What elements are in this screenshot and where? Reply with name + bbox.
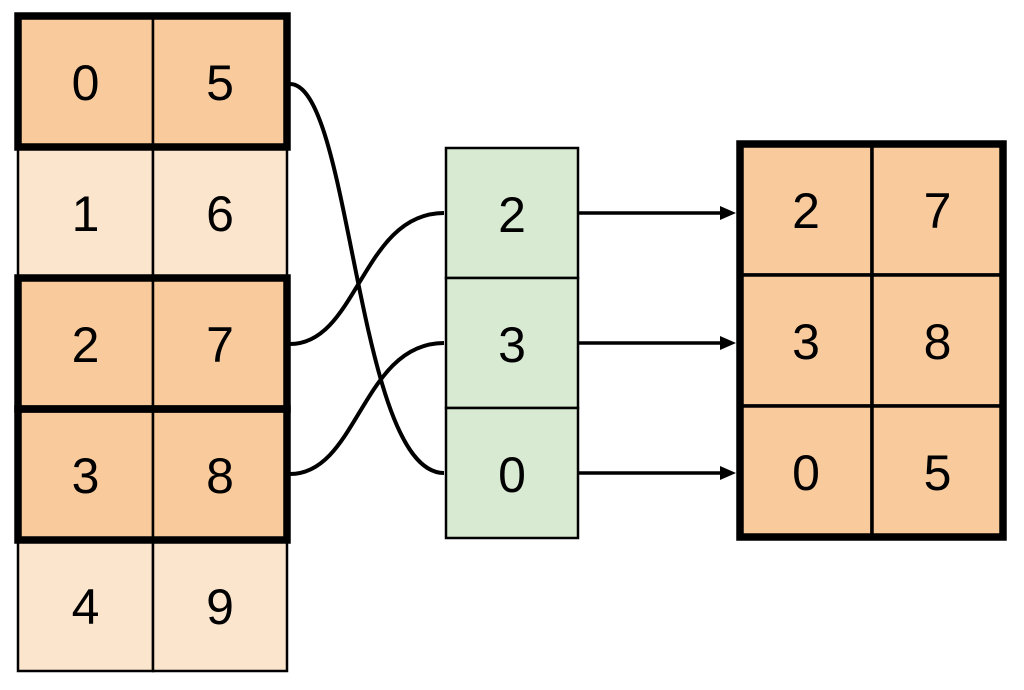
source-table: 0 5 1 6 2 7 3 8 4 9 <box>14 12 291 673</box>
source-value-2-0: 2 <box>72 317 100 373</box>
connector-row0-to-index0 <box>289 82 445 475</box>
source-value-1-1: 6 <box>206 186 234 242</box>
source-cell-2-1 <box>151 276 289 411</box>
source-value-3-0: 3 <box>72 448 100 504</box>
connector-row2-to-index2 <box>289 211 445 346</box>
source-cell-0-1 <box>151 14 289 149</box>
source-value-1-0: 1 <box>72 186 100 242</box>
source-cell-4-1 <box>151 538 289 673</box>
source-row-0-highlight-border <box>14 12 291 151</box>
result-value-1-0: 3 <box>792 314 820 370</box>
index-value-1: 3 <box>498 317 526 373</box>
source-cell-3-1 <box>151 407 289 542</box>
result-value-0-1: 7 <box>924 183 952 239</box>
source-value-3-1: 8 <box>206 448 234 504</box>
result-cell-1-0 <box>738 273 874 408</box>
source-value-4-1: 9 <box>206 579 234 635</box>
result-table-border <box>736 140 1007 541</box>
index-value-0: 2 <box>498 187 526 243</box>
source-value-0-0: 0 <box>72 55 100 111</box>
result-cell-2-1 <box>870 404 1005 539</box>
index-to-result-arrows <box>579 206 736 480</box>
connector-row3-to-index3 <box>289 341 445 476</box>
index-column: 2 3 0 <box>444 146 580 540</box>
source-value-2-1: 7 <box>206 317 234 373</box>
source-cell-1-1 <box>151 145 289 280</box>
result-value-1-1: 8 <box>924 314 952 370</box>
result-table: 2 7 3 8 0 5 <box>736 140 1007 541</box>
index-cell-0 <box>444 146 580 280</box>
source-to-index-connectors <box>289 82 445 476</box>
source-cell-4-0 <box>16 538 155 673</box>
index-cell-1 <box>444 276 580 410</box>
result-value-2-0: 0 <box>792 445 820 501</box>
source-cell-0-0 <box>16 14 155 149</box>
source-row-3-highlight-border <box>14 405 291 544</box>
result-value-0-0: 2 <box>792 183 820 239</box>
index-cell-2 <box>444 406 580 540</box>
result-value-2-1: 5 <box>924 445 952 501</box>
result-cell-1-1 <box>870 273 1005 408</box>
source-value-4-0: 4 <box>72 579 100 635</box>
source-value-0-1: 5 <box>206 55 234 111</box>
index-value-2: 0 <box>498 447 526 503</box>
result-cell-2-0 <box>738 404 874 539</box>
